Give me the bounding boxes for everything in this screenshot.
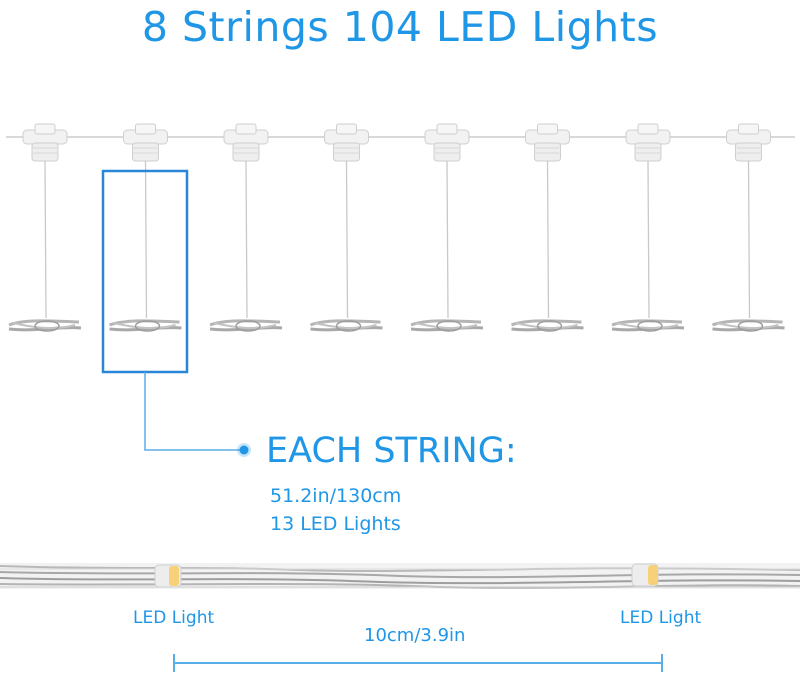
callout-line bbox=[144, 372, 244, 451]
callout-dot bbox=[239, 445, 249, 455]
light-string bbox=[510, 123, 584, 332]
led-bead-right bbox=[631, 563, 659, 587]
strings-group bbox=[8, 123, 785, 332]
highlight-box bbox=[101, 169, 189, 374]
led-light-label-right: LED Light bbox=[620, 608, 702, 628]
each-string-heading: EACH STRING: bbox=[266, 431, 517, 471]
light-string bbox=[611, 123, 685, 332]
light-string bbox=[711, 123, 785, 332]
light-string bbox=[309, 123, 383, 332]
light-string bbox=[410, 123, 484, 332]
light-string bbox=[209, 123, 283, 332]
callout-glow bbox=[237, 443, 251, 457]
led-count-text: 13 LED Lights bbox=[270, 513, 401, 535]
led-light-label-left: LED Light bbox=[133, 608, 215, 628]
wire-closeup bbox=[0, 563, 800, 589]
led-bead-left bbox=[154, 564, 182, 588]
string-length-text: 51.2in/130cm bbox=[270, 485, 402, 507]
page-title: 8 Strings 104 LED Lights bbox=[141, 3, 659, 51]
spacing-label: 10cm/3.9in bbox=[364, 625, 466, 646]
dimension-line bbox=[173, 654, 663, 672]
light-string bbox=[8, 123, 82, 332]
light-string bbox=[108, 123, 182, 332]
